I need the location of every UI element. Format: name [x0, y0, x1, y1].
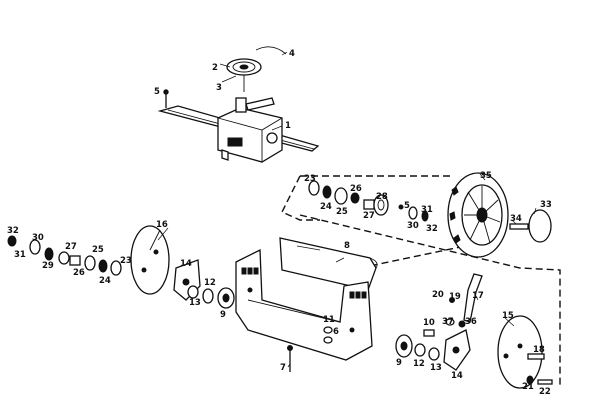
callout-28: 28: [376, 192, 388, 202]
callout-6: 6: [333, 327, 339, 337]
rear-flap: [279, 237, 378, 291]
callout-26-upper: 26: [350, 184, 362, 194]
callout-24-upper: 24: [320, 202, 332, 212]
callout-30-upper: 30: [407, 221, 419, 231]
callout-14-left: 14: [180, 259, 192, 269]
callout-27-left: 27: [65, 242, 77, 252]
callout-9-left: 9: [220, 310, 226, 320]
callout-30-left: 30: [32, 233, 44, 243]
right-wheel-disc: [497, 315, 543, 389]
callout-8: 8: [344, 241, 350, 251]
right-bearing-set: [395, 329, 440, 361]
callout-27-upper: 27: [363, 211, 375, 221]
callout-9-right: 9: [396, 358, 402, 368]
callout-33: 33: [540, 200, 552, 210]
left-wheel-hardware: [7, 235, 122, 276]
callout-13-left: 13: [189, 298, 201, 308]
callout-32-upper: 32: [426, 224, 438, 234]
wheel-bolt: [509, 223, 529, 230]
hub-cap: [528, 209, 552, 243]
callout-3: 3: [216, 83, 222, 93]
callout-23-left: 23: [120, 256, 132, 266]
callout-19: 19: [449, 292, 461, 302]
upper-axle-hardware: [308, 180, 429, 222]
chassis-frame: [235, 248, 373, 361]
callout-22: 22: [539, 387, 551, 397]
callout-5-axle: 5: [404, 201, 410, 211]
callout-4: 4: [289, 49, 295, 59]
callout-15: 15: [502, 311, 514, 321]
assembly-guide-lines: [281, 175, 561, 388]
leader-lines: [157, 51, 537, 368]
callout-12-right: 12: [413, 359, 425, 369]
callout-labels: 1 2 3 4 5 5 6 7 8 9 9 10 11 12 12 13 13 …: [7, 49, 552, 397]
callout-5-gearbox: 5: [154, 87, 160, 97]
right-axle-bolt: [526, 353, 553, 385]
callout-24-left: 24: [99, 276, 111, 286]
callout-26-left: 26: [73, 268, 85, 278]
callout-25-upper: 25: [336, 207, 348, 217]
callout-32-left: 32: [7, 226, 19, 236]
height-lever: [445, 273, 483, 328]
drive-pulley: [226, 58, 262, 92]
callout-31-left: 31: [14, 250, 26, 260]
callout-20: 20: [432, 290, 444, 300]
callout-16: 16: [156, 220, 168, 230]
callout-29: 29: [42, 261, 54, 271]
left-bearing-set: [187, 285, 235, 309]
right-height-bracket: [443, 329, 471, 371]
callout-1: 1: [285, 121, 291, 131]
callout-10: 10: [423, 318, 435, 328]
callout-37: 37: [442, 317, 454, 327]
callout-31-upper: 31: [421, 205, 433, 215]
rear-wheel: [447, 172, 509, 258]
callout-7: 7: [280, 363, 286, 373]
chassis-bolt: [287, 345, 293, 372]
callout-23-upper: 23: [304, 174, 316, 184]
retaining-pin: [163, 89, 169, 108]
callout-14-right: 14: [451, 371, 463, 381]
spring-clip: [255, 46, 287, 55]
callout-34: 34: [510, 214, 522, 224]
callout-11: 11: [323, 315, 335, 325]
callout-35: 35: [480, 171, 492, 181]
gearbox-housing: [217, 97, 283, 163]
callout-21: 21: [522, 382, 534, 392]
callout-2: 2: [212, 63, 218, 73]
callout-17: 17: [472, 291, 484, 301]
callout-13-right: 13: [430, 363, 442, 373]
callout-25-left: 25: [92, 245, 104, 255]
callout-36: 36: [465, 317, 477, 327]
callout-12-left: 12: [204, 278, 216, 288]
left-wheel-disc: [130, 225, 170, 295]
callout-18: 18: [533, 345, 545, 355]
